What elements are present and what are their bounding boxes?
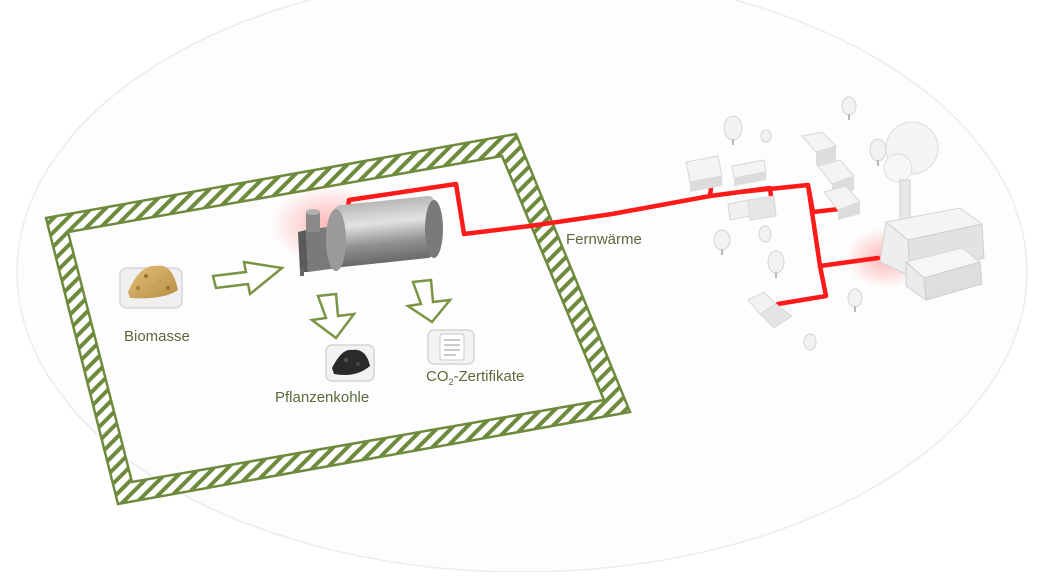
arrow-reactor-to-biochar (308, 292, 357, 340)
label-certificates: CO2-Zertifikate (426, 368, 524, 387)
tree-6 (758, 225, 772, 243)
tree-8 (847, 288, 863, 312)
tree-9 (803, 333, 817, 351)
house-6 (823, 185, 861, 220)
tree-5 (713, 229, 731, 255)
label-district-heating: Fernwärme (566, 231, 642, 248)
tree-2 (760, 129, 772, 143)
house-4 (801, 131, 837, 166)
arrow-biomass-to-reactor (211, 260, 285, 297)
wood-chips-tray-icon (119, 265, 183, 309)
heat-line-reactor (344, 177, 715, 237)
village-icon (685, 96, 887, 351)
pyrolysis-reactor-icon (298, 195, 443, 276)
label-certificates-prefix: CO (426, 368, 449, 385)
biochar-tray-icon (325, 344, 375, 382)
label-biochar: Pflanzenkohle (275, 389, 369, 406)
heating-plant-icon (879, 121, 985, 302)
house-3 (727, 195, 777, 221)
label-biomass: Biomasse (124, 328, 190, 345)
house-7 (747, 291, 793, 329)
tree-1 (723, 115, 743, 145)
house-1 (685, 155, 723, 192)
label-certificates-sub: 2 (449, 377, 454, 387)
site-boundary-frame (44, 132, 632, 506)
label-certificates-suffix: -Zertifikate (454, 368, 525, 385)
arrow-reactor-to-certificates (404, 278, 453, 324)
flow-arrows (211, 260, 453, 340)
house-2 (731, 159, 767, 186)
heat-line-south (775, 263, 829, 307)
tree-3 (841, 96, 857, 120)
tree-7 (767, 250, 785, 278)
certificate-tray-icon (427, 329, 475, 365)
